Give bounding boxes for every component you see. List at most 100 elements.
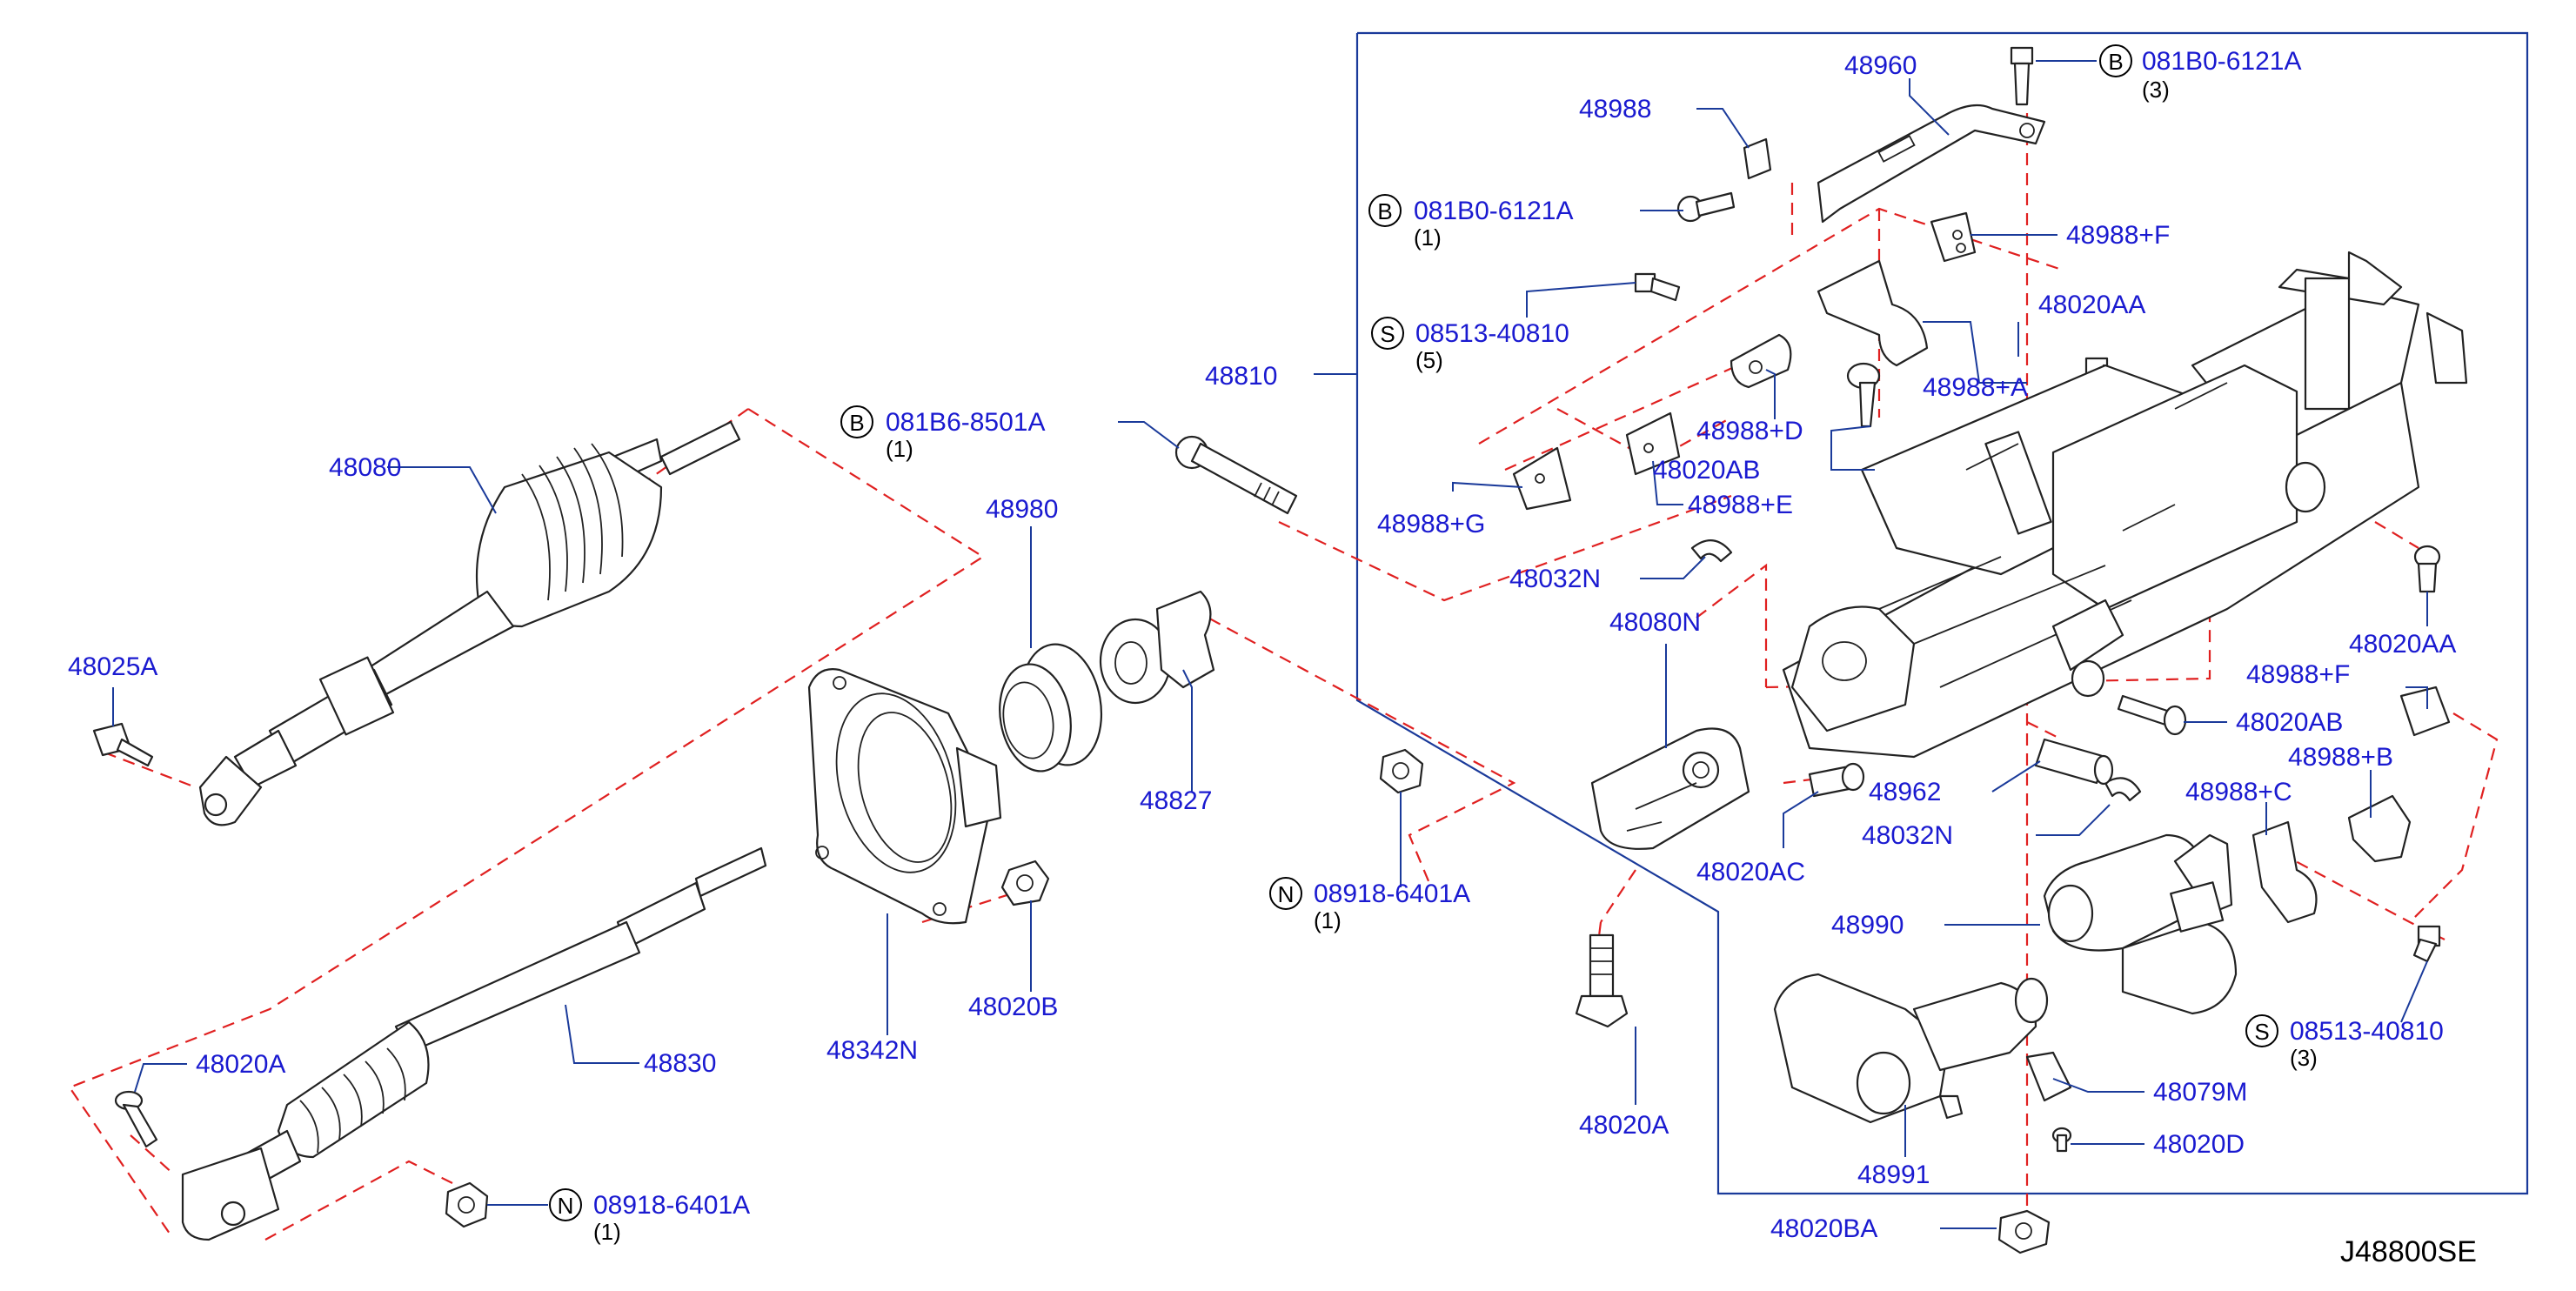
prefix-08918-left: N	[558, 1193, 574, 1219]
part-48988-clip	[1743, 137, 1772, 180]
assembly-frame	[1355, 31, 2529, 1195]
leader-lines	[112, 60, 2428, 1229]
qty-081B0-mid: (1)	[1414, 224, 1442, 251]
label-48988E[interactable]: 48988+E	[1688, 491, 1793, 519]
part-48020A-bolt-left	[114, 1090, 158, 1148]
part-48960-bracket	[1817, 104, 2046, 224]
assembly-dashes	[68, 113, 2499, 1241]
label-08513-bottom: 08513-40810	[2290, 1017, 2444, 1046]
part-48962-bushing	[2034, 738, 2114, 786]
label-48988A[interactable]: 48988+A	[1923, 373, 2028, 402]
label-48988[interactable]: 48988	[1579, 95, 1651, 124]
callout-08918-mid[interactable]: N 08918-6401A (1)	[1269, 877, 1470, 933]
part-48988F-clip-right	[2399, 686, 2451, 737]
part-48988B-clip	[2347, 794, 2412, 863]
label-48988G[interactable]: 48988+G	[1377, 510, 1485, 538]
prefix-081B6: B	[849, 410, 864, 436]
label-48025A[interactable]: 48025A	[68, 652, 157, 681]
label-48032N-top[interactable]: 48032N	[1509, 565, 1601, 593]
callout-081B6[interactable]: B 081B6-8501A (1)	[840, 405, 1046, 462]
part-08513-screw-top	[1634, 272, 1681, 302]
label-48020AA-top[interactable]: 48020AA	[2038, 291, 2145, 319]
label-08918-mid: 08918-6401A	[1314, 880, 1470, 908]
callout-08513-bottom[interactable]: S 08513-40810 (3)	[2245, 1014, 2444, 1071]
part-48991-motor	[1773, 973, 2049, 1124]
label-48988C[interactable]: 48988+C	[2185, 778, 2292, 806]
label-48020BA[interactable]: 48020BA	[1770, 1214, 1877, 1243]
qty-08918-mid: (1)	[1314, 907, 1342, 933]
label-081B6: 081B6-8501A	[886, 408, 1046, 437]
prefix-081B0-mid: B	[1377, 198, 1392, 224]
part-48032N-clip-bottom	[2104, 777, 2142, 802]
part-48020B-nut	[1000, 860, 1050, 906]
part-48830-shaft	[181, 846, 767, 1241]
label-48827[interactable]: 48827	[1140, 786, 1212, 815]
label-48960[interactable]: 48960	[1844, 51, 1917, 80]
label-48830[interactable]: 48830	[644, 1049, 716, 1078]
label-48991[interactable]: 48991	[1857, 1161, 1930, 1189]
part-48988D-clip	[1730, 333, 1792, 389]
part-column-assembly	[1782, 251, 2468, 759]
part-48020AB-bolt-top	[1846, 362, 1881, 428]
label-48079M[interactable]: 48079M	[2153, 1078, 2247, 1107]
label-48020AC[interactable]: 48020AC	[1696, 858, 1805, 886]
label-48080N[interactable]: 48080N	[1609, 608, 1701, 637]
callout-081B0-mid[interactable]: B 081B0-6121A (1)	[1368, 194, 1574, 251]
label-48988D[interactable]: 48988+D	[1696, 417, 1803, 445]
prefix-08513-bottom: S	[2254, 1019, 2269, 1045]
label-48020AB-top[interactable]: 48020AB	[1653, 456, 1760, 485]
part-48020AA-bolt-right	[2413, 545, 2441, 593]
qty-08513-bottom: (3)	[2290, 1045, 2318, 1071]
label-48980[interactable]: 48980	[986, 495, 1058, 524]
part-48988C-clip	[2251, 820, 2318, 924]
part-48988G-clip	[1512, 446, 1572, 511]
label-48988B[interactable]: 48988+B	[2288, 743, 2393, 772]
label-48020A-left[interactable]: 48020A	[196, 1050, 285, 1079]
label-08513-top: 08513-40810	[1415, 319, 1569, 348]
part-48827-cover	[1099, 590, 1215, 705]
prefix-08918-mid: N	[1278, 881, 1295, 907]
qty-08513-top: (5)	[1415, 347, 1443, 373]
part-48080N-joint	[1590, 727, 1750, 850]
label-48990[interactable]: 48990	[1831, 911, 1904, 940]
label-48988F-top[interactable]: 48988+F	[2066, 221, 2170, 250]
part-081B0-bolt-mid	[1676, 191, 1736, 223]
callout-08918-left[interactable]: N 08918-6401A (1)	[549, 1188, 750, 1245]
callout-labels: 48080 48025A B 081B6-8501A (1) 48810 489…	[68, 44, 2477, 1268]
callout-081B0-top[interactable]: B 081B0-6121A (3)	[2099, 44, 2302, 103]
part-48342N-housing	[807, 668, 1002, 925]
qty-08918-left: (1)	[593, 1219, 621, 1245]
label-48020B[interactable]: 48020B	[968, 993, 1058, 1021]
label-48810[interactable]: 48810	[1205, 362, 1277, 391]
qty-081B6: (1)	[886, 436, 913, 462]
part-48988F-clip-top	[1930, 211, 1977, 263]
label-48020AA-right[interactable]: 48020AA	[2349, 630, 2456, 659]
part-48020A-bolt-bottom	[1575, 933, 1629, 1028]
label-48020AB-right[interactable]: 48020AB	[2236, 708, 2343, 737]
label-48962[interactable]: 48962	[1869, 778, 1941, 806]
part-48020AC-bolt	[1808, 762, 1865, 798]
part-48990-motor	[2043, 833, 2238, 1015]
part-48032N-clip-top	[1690, 539, 1733, 563]
part-08918-nut-left	[445, 1181, 489, 1228]
part-08513-screw-bottom	[2412, 925, 2441, 963]
part-48020AB-bolt-right	[2117, 694, 2187, 736]
label-48020D[interactable]: 48020D	[2153, 1130, 2245, 1159]
label-48032N-bottom[interactable]: 48032N	[1862, 821, 1953, 850]
part-48020BA-nut	[1997, 1209, 2051, 1254]
part-081B0-bolt-top	[2010, 46, 2034, 106]
prefix-08513-top: S	[1380, 321, 1395, 347]
prefix-081B0-top: B	[2108, 49, 2123, 75]
label-081B0-top: 081B0-6121A	[2142, 47, 2302, 76]
part-48020D-screw	[2051, 1127, 2072, 1153]
label-48020A-bottom[interactable]: 48020A	[1579, 1111, 1669, 1140]
part-48988E-clip	[1625, 411, 1681, 476]
part-48079M-clip	[2025, 1051, 2072, 1102]
part-48080-shaft	[198, 420, 741, 826]
callout-08513-top[interactable]: S 08513-40810 (5)	[1371, 317, 1569, 373]
label-48988F-right[interactable]: 48988+F	[2246, 660, 2350, 689]
label-48080[interactable]: 48080	[329, 453, 401, 482]
label-48342N[interactable]: 48342N	[826, 1036, 918, 1065]
part-08918-nut-mid	[1379, 748, 1424, 794]
